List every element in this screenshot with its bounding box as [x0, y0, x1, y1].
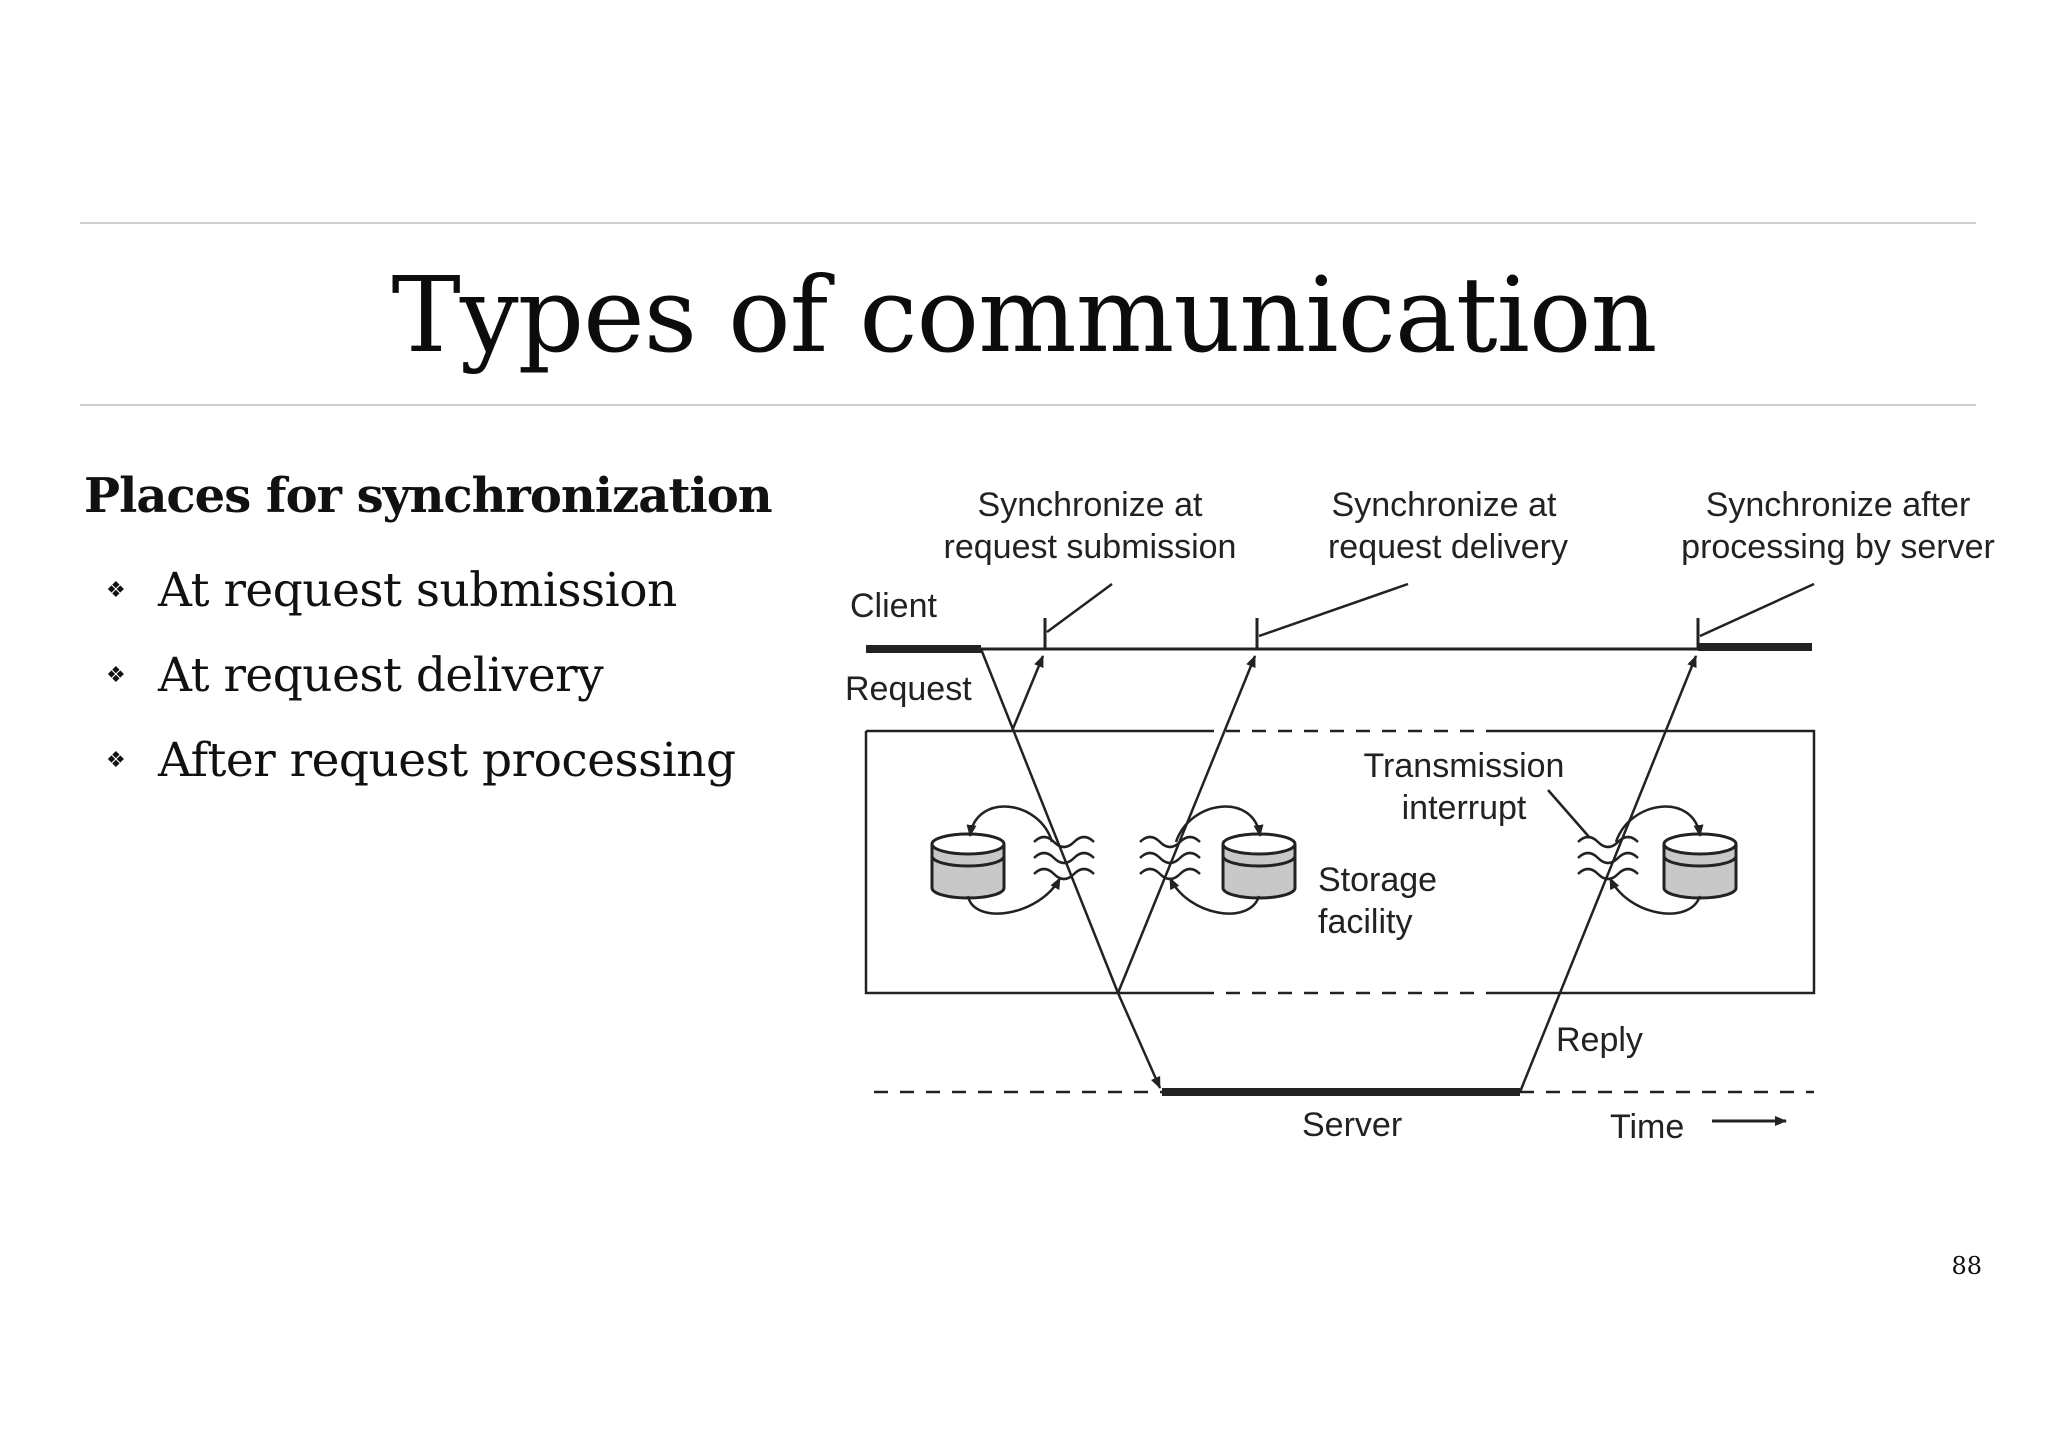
bullet-text: At request delivery: [158, 648, 604, 703]
storage-icon: [1662, 832, 1738, 900]
pointer-after: [1699, 582, 1815, 638]
storage-loop-arrow-in: [1614, 805, 1704, 843]
transmission-pointer: [1547, 789, 1591, 839]
label-storage-2: facility: [1318, 903, 1412, 941]
list-item: ❖ At request submission: [106, 548, 736, 633]
list-item: ❖ After request processing: [106, 718, 736, 803]
label-sync-after-2: processing by server: [1681, 528, 1995, 566]
page-number: 88: [1951, 1252, 1982, 1280]
label-storage-1: Storage: [1318, 861, 1437, 899]
interrupt-marks-2: [1139, 835, 1201, 881]
ack-arrow-submission: [1010, 655, 1045, 732]
section-heading: Places for synchronization: [84, 468, 773, 524]
bullet-list: ❖ At request submission ❖ At request del…: [106, 548, 736, 803]
interrupt-marks-1: [1033, 835, 1095, 881]
label-sync-submission-1: Synchronize at: [978, 486, 1203, 524]
label-reply: Reply: [1556, 1021, 1643, 1059]
pointer-delivery: [1258, 582, 1409, 638]
storage-loop-arrow-in: [1174, 805, 1264, 843]
page-title: Types of communication: [391, 254, 1657, 376]
label-sync-delivery-2: request delivery: [1328, 528, 1568, 566]
diamond-bullet-icon: ❖: [106, 578, 126, 603]
storage-loop-arrow-out: [1608, 877, 1702, 915]
label-sync-delivery-1: Synchronize at: [1332, 486, 1557, 524]
bottom-divider: [80, 404, 1976, 406]
label-time: Time: [1610, 1108, 1684, 1146]
middleware-box: [864, 729, 1816, 995]
storage-icon: [930, 832, 1006, 900]
label-sync-submission-2: request submission: [944, 528, 1237, 566]
bullet-text: At request submission: [158, 563, 677, 618]
storage-loop-arrow-out: [1168, 877, 1261, 915]
label-request: Request: [845, 670, 972, 708]
diamond-bullet-icon: ❖: [106, 663, 126, 688]
bullet-text: After request processing: [158, 733, 736, 788]
request-path: [979, 648, 1120, 994]
label-server: Server: [1302, 1106, 1402, 1144]
label-transmission-2: interrupt: [1402, 789, 1527, 827]
label-client: Client: [850, 587, 937, 625]
reply-arrow: [1518, 655, 1698, 1093]
storage-loop-arrow-in: [966, 805, 1054, 843]
storage-loop-arrow-out: [966, 877, 1062, 915]
label-sync-after-1: Synchronize after: [1706, 486, 1971, 524]
top-divider: [80, 222, 1976, 224]
diamond-bullet-icon: ❖: [106, 748, 126, 773]
request-arrow-to-server: [1116, 992, 1162, 1089]
pointer-submission: [1046, 582, 1113, 634]
storage-icon: [1221, 832, 1297, 900]
label-transmission-1: Transmission: [1364, 747, 1565, 785]
list-item: ❖ At request delivery: [106, 633, 736, 718]
